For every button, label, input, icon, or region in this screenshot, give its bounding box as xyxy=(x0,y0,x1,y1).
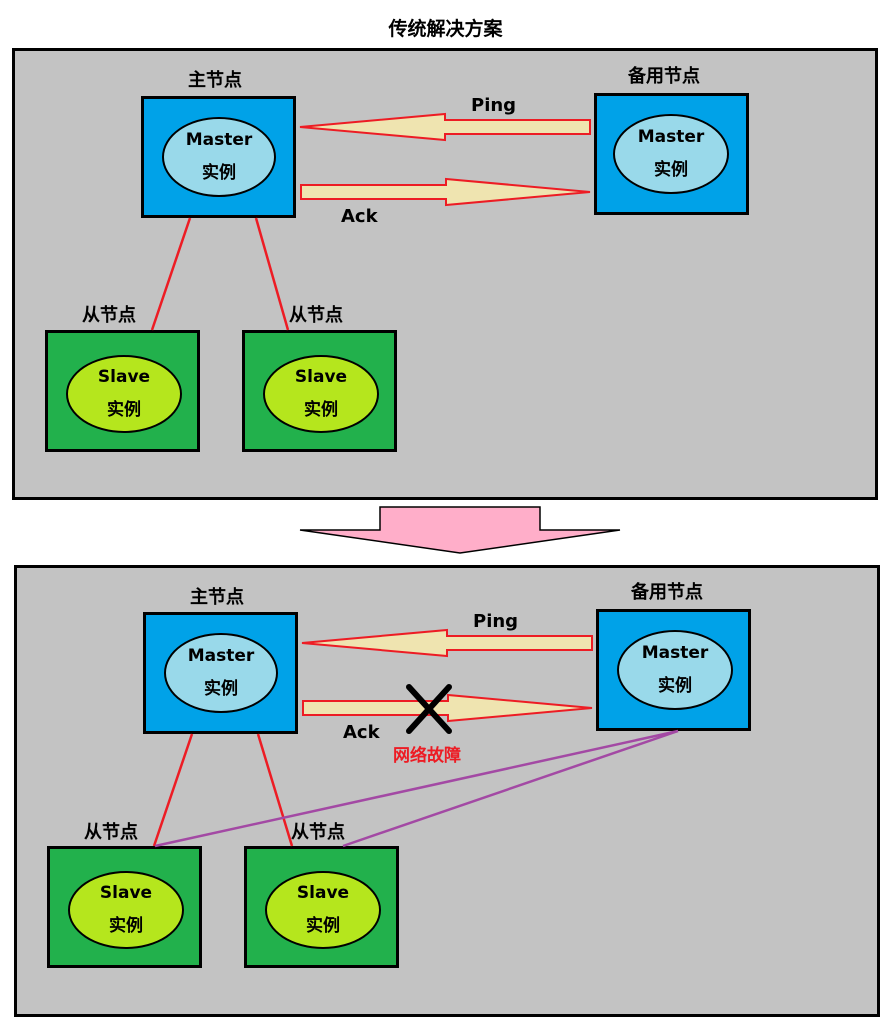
bottom-master-instance-name: Master xyxy=(187,646,255,666)
bottom-backup-node-label: 备用节点 xyxy=(631,582,703,603)
bottom-backup-instance-name: Master xyxy=(641,643,709,663)
bottom-slave2-instance-name: Slave xyxy=(296,883,350,903)
bottom-master-node: Master 实例 xyxy=(143,612,298,734)
top-backup-instance-type: 实例 xyxy=(654,160,688,180)
top-slave1-instance: Slave 实例 xyxy=(66,355,182,433)
bottom-backup-instance: Master 实例 xyxy=(617,630,733,710)
top-slave1-label: 从节点 xyxy=(82,305,136,326)
bottom-master-node-label: 主节点 xyxy=(190,587,244,608)
top-slave2-instance-name: Slave xyxy=(294,367,348,387)
top-backup-instance-name: Master xyxy=(637,127,705,147)
top-master-node-label: 主节点 xyxy=(188,70,242,91)
top-master-node: Master 实例 xyxy=(141,96,296,218)
bottom-backup-instance-type: 实例 xyxy=(658,676,692,696)
top-ping-label: Ping xyxy=(471,95,517,116)
bottom-ack-label: Ack xyxy=(343,722,380,743)
top-slave2-node: Slave 实例 xyxy=(242,330,397,452)
bottom-slave2-instance: Slave 实例 xyxy=(265,871,381,949)
bottom-slave1-node: Slave 实例 xyxy=(47,846,202,968)
bottom-slave2-instance-type: 实例 xyxy=(306,916,340,936)
bottom-backup-node: Master 实例 xyxy=(596,609,751,731)
bottom-slave1-instance-type: 实例 xyxy=(109,916,143,936)
top-slave2-instance: Slave 实例 xyxy=(263,355,379,433)
network-fault-label: 网络故障 xyxy=(393,746,461,766)
bottom-ping-label: Ping xyxy=(473,611,519,632)
bottom-slave2-label: 从节点 xyxy=(291,822,345,843)
top-backup-node: Master 实例 xyxy=(594,93,749,215)
bottom-slave1-instance-name: Slave xyxy=(99,883,153,903)
top-ack-label: Ack xyxy=(341,206,378,227)
bottom-slave2-node: Slave 实例 xyxy=(244,846,399,968)
top-backup-node-label: 备用节点 xyxy=(628,66,700,87)
top-master-instance-type: 实例 xyxy=(202,163,236,183)
transition-arrow xyxy=(299,506,621,554)
top-master-instance: Master 实例 xyxy=(162,117,276,197)
bottom-slave1-instance: Slave 实例 xyxy=(68,871,184,949)
top-slave2-label: 从节点 xyxy=(289,305,343,326)
bottom-master-instance-type: 实例 xyxy=(204,679,238,699)
top-slave1-instance-type: 实例 xyxy=(107,400,141,420)
top-slave1-instance-name: Slave xyxy=(97,367,151,387)
top-slave2-instance-type: 实例 xyxy=(304,400,338,420)
top-master-instance-name: Master xyxy=(185,130,253,150)
diagram-title: 传统解决方案 xyxy=(388,18,503,40)
bottom-master-instance: Master 实例 xyxy=(164,633,278,713)
bottom-slave1-label: 从节点 xyxy=(84,822,138,843)
top-slave1-node: Slave 实例 xyxy=(45,330,200,452)
top-backup-instance: Master 实例 xyxy=(613,114,729,194)
